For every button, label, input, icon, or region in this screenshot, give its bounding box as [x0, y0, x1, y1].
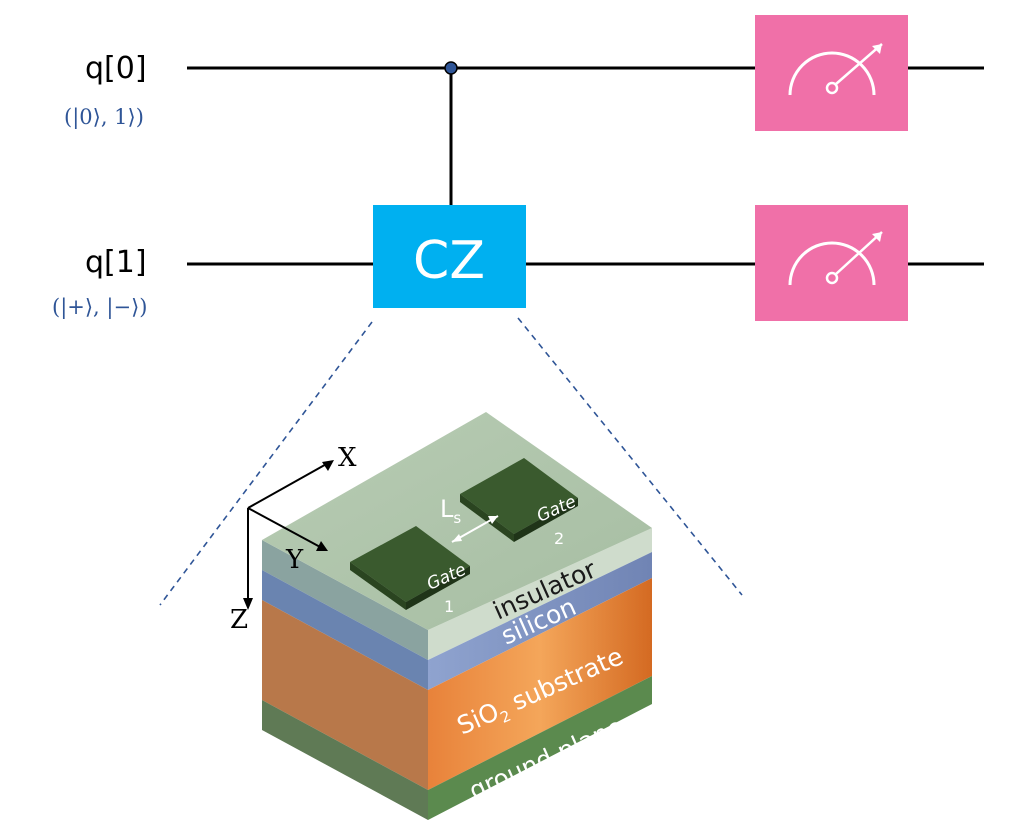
control-dot	[444, 61, 458, 75]
measurement-q0	[755, 15, 908, 131]
axis-x-label: X	[338, 443, 357, 473]
zoom-line-left	[159, 321, 373, 606]
qubit-1-basis: (|+⟩, |−⟩)	[52, 295, 147, 320]
coordinate-axes: X Y Z	[230, 443, 357, 635]
qubit-0-label: q[0]	[85, 51, 147, 86]
gate-pad-2	[460, 458, 578, 542]
meter-icon	[788, 51, 876, 96]
gate-2-number: 2	[554, 529, 564, 548]
axis-y-label: Y	[285, 545, 304, 575]
gate-1-number: 1	[444, 597, 454, 616]
cz-gate-label: CZ	[413, 231, 485, 291]
axis-z-label: Z	[230, 605, 248, 635]
qubit-0-basis: (|0⟩, 1⟩)	[64, 105, 144, 130]
separation-label: Ls	[440, 495, 461, 527]
meter-icon	[788, 241, 876, 286]
gate-pad-1	[350, 526, 470, 610]
qubit-1-label: q[1]	[85, 245, 147, 280]
device-stack: Gate 1 Gate 2 Ls insulator silicon SiO2 …	[262, 412, 652, 820]
measurement-q1	[755, 205, 908, 321]
cz-gate	[373, 205, 526, 308]
zoom-line-right	[517, 317, 743, 596]
